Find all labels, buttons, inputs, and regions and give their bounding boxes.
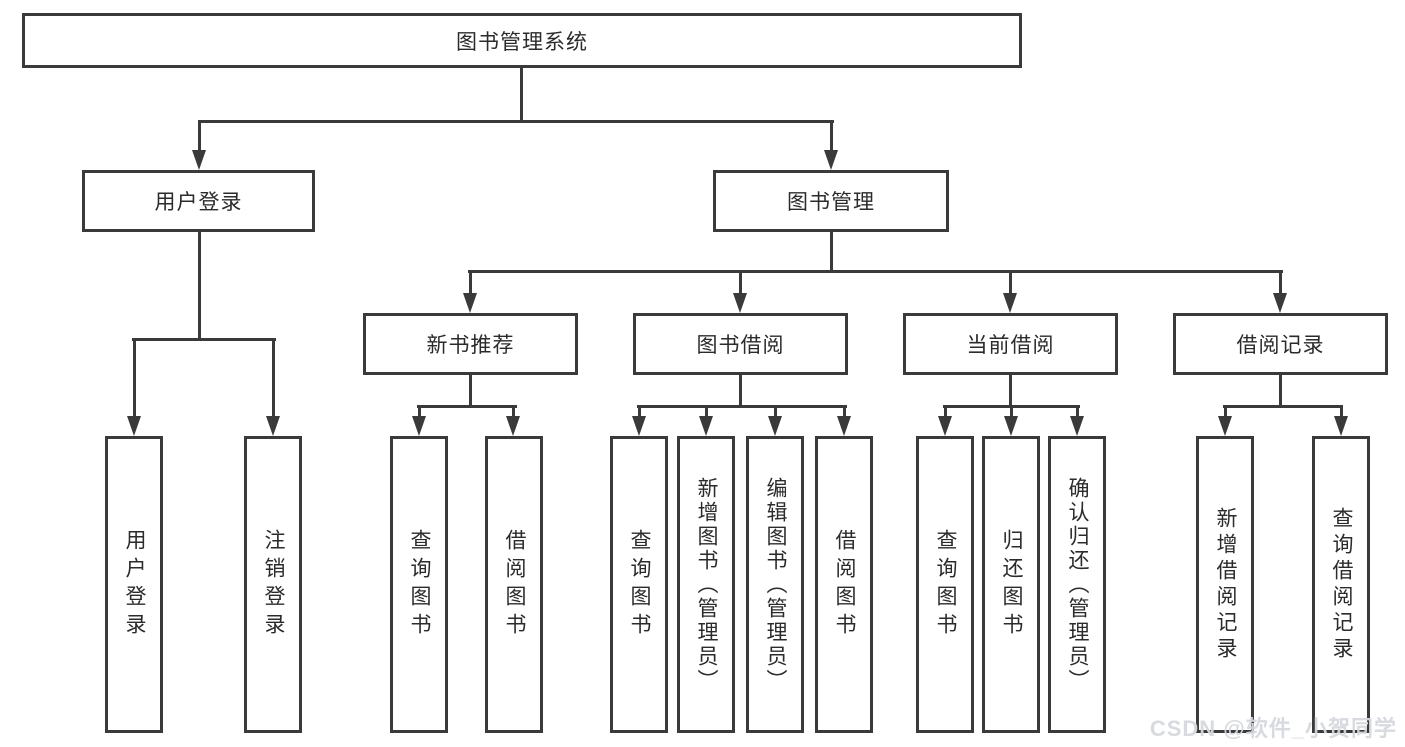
node-root-label: 图书管理系统 <box>456 30 588 54</box>
edge-stem-bb-edit <box>774 405 777 420</box>
arrow-down-icon-bb-borrow <box>837 416 851 436</box>
node-leaf-br-query-record: 查询借阅记录 <box>1312 436 1370 733</box>
edge-stem-leaf-user-login <box>133 338 136 420</box>
edge-root-vertical <box>520 68 523 121</box>
arrow-down-icon-current-borrowing <box>1003 293 1017 313</box>
arrow-down-icon-nbr-borrow <box>506 416 520 436</box>
edge-stem-bb-add <box>705 405 708 420</box>
arrow-down-icon-cb-confirm <box>1070 416 1084 436</box>
node-leaf-bb-query-books: 查询图书 <box>610 436 668 733</box>
edge-stem-bb-borrow <box>843 405 846 420</box>
arrow-down-icon-leaf-user-login <box>127 416 141 436</box>
node-leaf-cb-confirm-return: 确认归还（管理员） <box>1048 436 1106 733</box>
arrow-down-icon-nbr-query <box>412 416 426 436</box>
node-leaf-bb-edit-books-label: 编辑图书（管理员） <box>764 476 787 693</box>
edge-stem-book-management <box>830 120 833 156</box>
arrow-down-icon-new-book-recommend <box>463 293 477 313</box>
node-user-login-label: 用户登录 <box>154 191 243 214</box>
edge-stem-br-add <box>1224 405 1227 420</box>
edge-nbr-vertical <box>469 375 472 408</box>
node-leaf-br-add-record-label: 新增借阅记录 <box>1214 506 1237 663</box>
arrow-down-icon-br-add <box>1218 416 1232 436</box>
node-leaf-cb-query-books-label: 查询图书 <box>934 528 957 641</box>
node-leaf-br-add-record: 新增借阅记录 <box>1196 436 1254 733</box>
node-new-book-recommend-label: 新书推荐 <box>426 334 515 357</box>
arrow-down-icon-book-borrowing <box>733 293 747 313</box>
edge-stem-br-query <box>1340 405 1343 420</box>
edge-stem-nbr-query <box>418 405 421 420</box>
node-leaf-nbr-borrow-books-label: 借阅图书 <box>503 528 526 641</box>
node-borrowing-records: 借阅记录 <box>1173 313 1388 375</box>
node-borrowing-records-label: 借阅记录 <box>1236 334 1325 357</box>
node-leaf-cb-confirm-return-label: 确认归还（管理员） <box>1066 476 1089 693</box>
node-leaf-cb-query-books: 查询图书 <box>916 436 974 733</box>
edge-stem-book-borrowing <box>739 270 742 298</box>
node-leaf-logout-login-label: 注销登录 <box>262 528 285 641</box>
node-leaf-cb-return-books: 归还图书 <box>982 436 1040 733</box>
arrow-down-icon-borrowing-records <box>1273 293 1287 313</box>
edge-stem-cb-confirm <box>1076 405 1079 420</box>
edge-stem-borrowing-records <box>1279 270 1282 298</box>
node-current-borrowing-label: 当前借阅 <box>966 334 1055 357</box>
edge-stem-user-login <box>198 120 201 156</box>
node-leaf-bb-query-books-label: 查询图书 <box>628 528 651 641</box>
csdn-watermark: CSDN @软件_小贺同学 <box>1149 716 1397 741</box>
node-book-borrowing-label: 图书借阅 <box>696 334 785 357</box>
edge-book-management-horizontal <box>468 270 1283 273</box>
arrow-down-icon-br-query <box>1334 416 1348 436</box>
edge-br-vertical <box>1279 375 1282 408</box>
node-user-login: 用户登录 <box>82 170 315 232</box>
edge-stem-new-book-recommend <box>469 270 472 298</box>
edge-bb-horizontal <box>637 405 847 408</box>
node-leaf-nbr-query-books: 查询图书 <box>390 436 448 733</box>
edge-bb-vertical <box>739 375 742 408</box>
edge-stem-cb-query <box>944 405 947 420</box>
arrow-down-icon-leaf-logout <box>266 416 280 436</box>
node-book-management: 图书管理 <box>713 170 949 232</box>
arrow-down-icon-cb-query <box>938 416 952 436</box>
node-leaf-user-login-label: 用户登录 <box>123 528 146 641</box>
arrow-down-icon-user-login <box>192 150 206 170</box>
node-leaf-nbr-query-books-label: 查询图书 <box>408 528 431 641</box>
edge-stem-bb-query <box>638 405 641 420</box>
node-leaf-nbr-borrow-books: 借阅图书 <box>485 436 543 733</box>
edge-stem-nbr-borrow <box>512 405 515 420</box>
node-current-borrowing: 当前借阅 <box>903 313 1118 375</box>
edge-stem-cb-return <box>1010 405 1013 420</box>
edge-book-management-vertical <box>830 232 833 273</box>
node-leaf-bb-edit-books: 编辑图书（管理员） <box>746 436 804 733</box>
edge-root-horizontal <box>198 120 834 123</box>
arrow-down-icon-cb-return <box>1004 416 1018 436</box>
node-leaf-cb-return-books-label: 归还图书 <box>1000 528 1023 641</box>
edge-br-horizontal <box>1223 405 1343 408</box>
arrow-down-icon-book-management <box>824 150 838 170</box>
edge-nbr-horizontal <box>417 405 517 408</box>
node-leaf-bb-add-books-label: 新增图书（管理员） <box>695 476 718 693</box>
edge-stem-leaf-logout <box>272 338 275 420</box>
node-new-book-recommend: 新书推荐 <box>363 313 578 375</box>
node-leaf-br-query-record-label: 查询借阅记录 <box>1330 506 1353 663</box>
arrow-down-icon-bb-add <box>699 416 713 436</box>
node-book-borrowing: 图书借阅 <box>633 313 848 375</box>
edge-stem-current-borrowing <box>1009 270 1012 298</box>
node-leaf-bb-borrow-books-label: 借阅图书 <box>833 528 856 641</box>
node-root: 图书管理系统 <box>22 13 1022 68</box>
node-leaf-bb-add-books: 新增图书（管理员） <box>677 436 735 733</box>
node-book-management-label: 图书管理 <box>787 191 875 214</box>
node-leaf-logout-login: 注销登录 <box>244 436 302 733</box>
edge-cb-vertical <box>1009 375 1012 408</box>
node-leaf-user-login: 用户登录 <box>105 436 163 733</box>
node-leaf-bb-borrow-books: 借阅图书 <box>815 436 873 733</box>
edge-user-login-vertical <box>198 232 201 341</box>
arrow-down-icon-bb-query <box>632 416 646 436</box>
edge-user-login-horizontal <box>132 338 276 341</box>
arrow-down-icon-bb-edit <box>768 416 782 436</box>
